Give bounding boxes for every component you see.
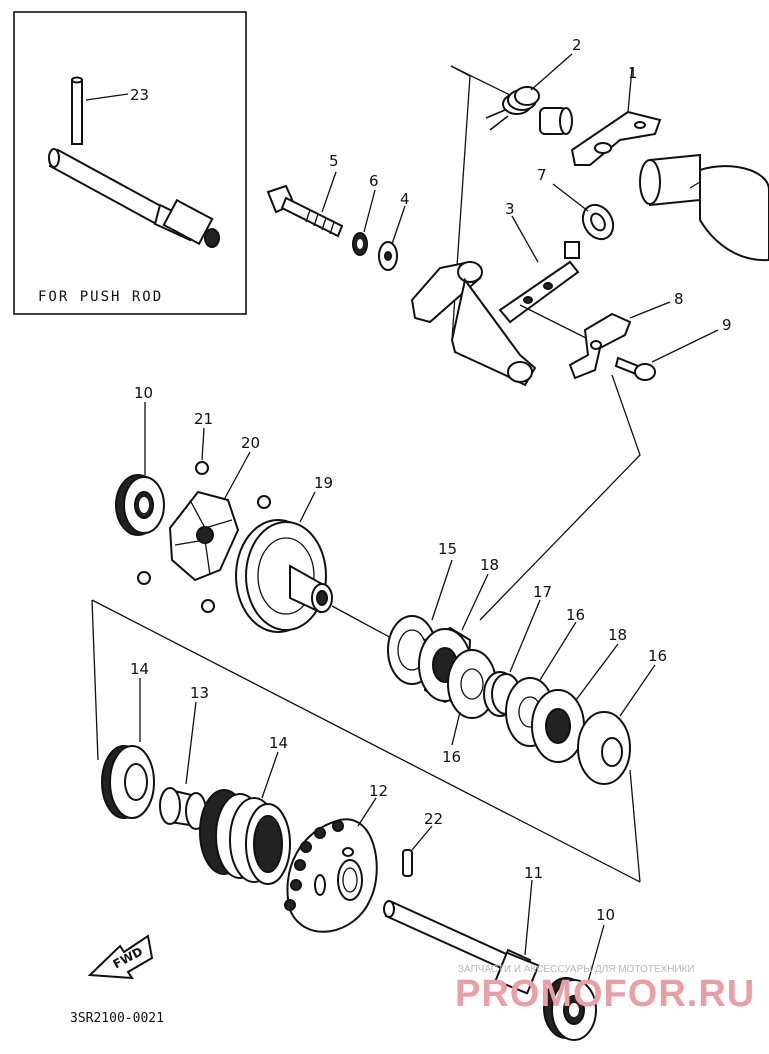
leader-18a [461,573,489,631]
leader-21 [201,427,205,461]
callout-5-label: 5 [329,152,339,170]
callout-19-label: 19 [314,474,333,492]
callout-7-label: 7 [537,166,547,184]
leader-7 [552,183,589,212]
leader-23 [85,93,129,101]
callout-9-label: 9 [722,316,732,334]
leader-20 [224,451,251,499]
leader-13 [185,701,197,785]
plate-8-drawing [568,312,632,380]
callout-20-label: 20 [241,434,260,452]
sprocket-12-drawing [284,818,378,933]
spring-guide-line [450,65,515,98]
callout-10a-label: 10 [134,384,153,402]
leader-17 [509,599,541,673]
leader-22 [411,825,433,851]
leader-16c [619,664,656,717]
bearing-10-left-drawing [115,474,165,536]
callout-16d-label: 16 [442,748,461,766]
callout-15-label: 14 [130,660,149,678]
leader-8 [629,301,671,319]
push-rod-inset: 23 FOR PUSH ROD [13,11,247,315]
callout-16b-label: 16 [566,606,585,624]
inset-frame [13,11,247,315]
callout-17-label: 17 [533,583,552,601]
leader-12 [357,797,377,827]
callout-2-label: 2 [572,36,582,54]
leader-11 [524,879,533,956]
leader-19 [299,491,316,523]
callout-16a-label: 15 [438,540,457,558]
callout-13-label: 13 [190,684,209,702]
spring-2-drawing [485,86,540,131]
pin-22-drawing [402,849,413,877]
shaft-11-drawing [383,900,540,995]
callout-8-label: 8 [674,290,684,308]
leader-1 [627,67,633,113]
leader-16a [431,559,453,621]
callout-11-label: 11 [524,864,543,882]
washer-stack-drawing [387,615,631,785]
bolt-5-drawing [266,184,344,238]
leader-9 [651,329,719,363]
leader-16d [451,711,461,746]
callout-10b-label: 10 [596,906,615,924]
callout-16c-label: 16 [648,647,667,665]
spring-14-drawing [199,789,291,885]
leader-10-right [587,924,605,983]
diagram-code: 3SR2100-0021 [70,1011,164,1026]
fwd-arrow-icon: FWD [87,934,154,980]
lower-axis-line [91,599,641,883]
collar-drawing [539,107,573,135]
leader-6 [363,189,376,233]
callout-1-label: 1 [628,64,638,82]
callout-6-label: 6 [369,172,379,190]
lever-1-drawing [570,110,662,166]
balls-21-drawing [137,461,271,613]
leader-2 [530,53,573,91]
callout-18a-label: 18 [480,556,499,574]
segment-20-drawing [168,490,240,582]
lower-bracket-left [91,599,99,761]
watermark-line2: PROMOFOR.RU [455,973,755,1015]
screw-9-drawing [614,356,656,381]
axis-line-drum [331,605,396,641]
shift-lever-3-drawing [410,241,580,387]
callout-21-label: 21 [194,410,213,428]
seal-15-drawing [101,745,155,819]
leader-5 [321,171,337,213]
leader-16b [539,621,577,681]
callout-4-label: 4 [400,190,410,208]
callout-18b-label: 18 [608,626,627,644]
washer-4-drawing [378,241,398,271]
washer-7-drawing [581,203,615,241]
callout-23-label: 23 [130,86,149,104]
callout-14-label: 14 [269,734,288,752]
engine-case-drawing [639,153,769,262]
collar-13-drawing [159,787,207,830]
lockwasher-6-drawing [352,232,368,256]
callout-3-label: 3 [505,200,515,218]
leader-3 [511,215,539,263]
drum-19-drawing [235,519,333,633]
inset-caption: FOR PUSH ROD [38,289,163,305]
leader-4 [391,205,406,245]
watermark-line1: ЗАПЧАСТИ И АКСЕССУАРЫ ДЛЯ МОТОТЕХНИКИ [458,964,695,975]
assembly-line-right [479,374,641,621]
push-rod-shaft-drawing [48,148,220,248]
leader-18b [575,643,619,701]
bearing-10-right-drawing [543,977,597,1041]
callout-12-label: 12 [369,782,388,800]
lower-bracket-right [629,769,641,883]
pin-23-drawing [71,76,83,145]
leader-14 [261,751,279,799]
callout-22-label: 22 [424,810,443,828]
